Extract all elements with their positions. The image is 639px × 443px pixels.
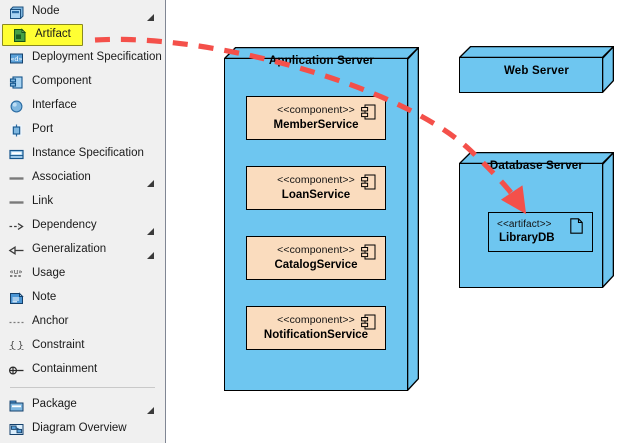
artifact-library-db[interactable]: <<artifact>> LibraryDB	[488, 212, 593, 252]
component-loan-service[interactable]: <<component>> LoanService	[246, 166, 386, 210]
palette-item-component[interactable]: Component	[0, 70, 165, 94]
palette-item-artifact[interactable]: Artifact	[2, 24, 83, 46]
instance-specification-icon	[8, 146, 25, 163]
palette-item-label: Port	[32, 123, 54, 136]
shape-palette: Node Artifact «d» Deployment Sp	[0, 0, 166, 443]
dependency-icon	[8, 218, 25, 235]
component-notification-service[interactable]: <<component>> NotificationService	[246, 306, 386, 350]
component-name: MemberService	[273, 119, 359, 131]
palette-item-containment[interactable]: Containment	[0, 358, 165, 382]
palette-item-label: Component	[32, 75, 92, 88]
palette-item-note[interactable]: Note	[0, 286, 165, 310]
svg-text:«d»: «d»	[10, 55, 22, 63]
deployment-specification-icon: «d»	[8, 50, 25, 67]
chevron-expand-icon[interactable]	[147, 228, 154, 235]
component-name: LoanService	[281, 189, 351, 201]
interface-icon	[8, 98, 25, 115]
palette-separator	[10, 387, 155, 388]
palette-item-dependency[interactable]: Dependency	[0, 214, 165, 238]
palette-item-label: Note	[32, 291, 57, 304]
anchor-icon	[8, 314, 25, 331]
palette-item-generalization[interactable]: Generalization	[0, 238, 165, 262]
palette-item-label: Interface	[32, 99, 77, 112]
node-icon	[8, 4, 25, 21]
palette-item-label: Anchor	[32, 315, 69, 328]
palette-item-instance-specification[interactable]: Instance Specification	[0, 142, 165, 166]
link-icon	[8, 194, 25, 211]
component-icon	[361, 174, 376, 190]
palette-item-label: Usage	[32, 267, 66, 280]
component-icon	[361, 314, 376, 330]
node-side-face	[602, 152, 614, 288]
node-application-server[interactable]: Application Server <<component>> MemberS…	[224, 47, 419, 391]
artifact-name: LibraryDB	[499, 232, 555, 244]
palette-item-label: Constraint	[32, 339, 85, 352]
node-title: Application Server	[268, 55, 375, 67]
palette-item-association[interactable]: Association	[0, 166, 165, 190]
palette-item-port[interactable]: Port	[0, 118, 165, 142]
palette-item-deployment-specification[interactable]: «d» Deployment Specification	[0, 46, 165, 70]
palette-item-label: Deployment Specification	[32, 51, 162, 64]
palette-item-label: Diagram Overview	[32, 422, 127, 435]
svg-text:«u»: «u»	[9, 268, 22, 276]
diagram-canvas[interactable]: Application Server <<component>> MemberS…	[167, 0, 639, 443]
palette-item-package[interactable]: Package	[0, 393, 165, 417]
palette-item-anchor[interactable]: Anchor	[0, 310, 165, 334]
palette-item-usage[interactable]: «u» Usage	[0, 262, 165, 286]
palette-item-label: Node	[32, 5, 60, 18]
chevron-expand-icon[interactable]	[147, 252, 154, 259]
palette-item-interface[interactable]: Interface	[0, 94, 165, 118]
component-catalog-service[interactable]: <<component>> CatalogService	[246, 236, 386, 280]
svg-text:{ }: { }	[9, 341, 23, 351]
component-name: NotificationService	[263, 329, 369, 341]
palette-item-label: Dependency	[32, 219, 97, 232]
node-database-server[interactable]: Database Server <<artifact>> LibraryDB	[459, 152, 614, 288]
artifact-icon	[11, 27, 28, 44]
palette-item-label: Generalization	[32, 243, 107, 256]
palette-item-diagram-overview[interactable]: Diagram Overview	[0, 417, 165, 441]
palette-item-node[interactable]: Node	[0, 0, 165, 24]
palette-item-label: Link	[32, 195, 54, 208]
port-icon	[8, 122, 25, 139]
note-icon	[8, 290, 25, 307]
usage-icon: «u»	[8, 266, 25, 283]
document-icon	[570, 218, 583, 234]
node-side-face	[407, 47, 419, 391]
palette-item-constraint[interactable]: { } Constraint	[0, 334, 165, 358]
component-member-service[interactable]: <<component>> MemberService	[246, 96, 386, 140]
component-name: CatalogService	[274, 259, 358, 271]
component-icon	[361, 104, 376, 120]
component-stereotype: <<component>>	[277, 244, 355, 256]
node-title: Database Server	[489, 160, 584, 172]
artifact-stereotype: <<artifact>>	[497, 219, 552, 230]
palette-item-label: Package	[32, 398, 77, 411]
diagram-overview-icon	[8, 421, 25, 438]
palette-item-label: Artifact	[35, 28, 71, 41]
component-icon	[8, 74, 25, 91]
palette-item-label: Containment	[32, 363, 98, 376]
association-icon	[8, 170, 25, 187]
component-icon	[361, 244, 376, 260]
generalization-icon	[8, 242, 25, 259]
chevron-expand-icon[interactable]	[147, 407, 154, 414]
palette-item-label: Association	[32, 171, 91, 184]
chevron-expand-icon[interactable]	[147, 14, 154, 21]
constraint-icon: { }	[8, 338, 25, 355]
component-stereotype: <<component>>	[277, 314, 355, 326]
containment-icon	[8, 362, 25, 379]
package-icon	[8, 397, 25, 414]
node-web-server[interactable]: Web Server	[459, 46, 614, 93]
node-title: Web Server	[503, 65, 570, 77]
chevron-expand-icon[interactable]	[147, 180, 154, 187]
palette-item-label: Instance Specification	[32, 147, 144, 160]
palette-item-link[interactable]: Link	[0, 190, 165, 214]
